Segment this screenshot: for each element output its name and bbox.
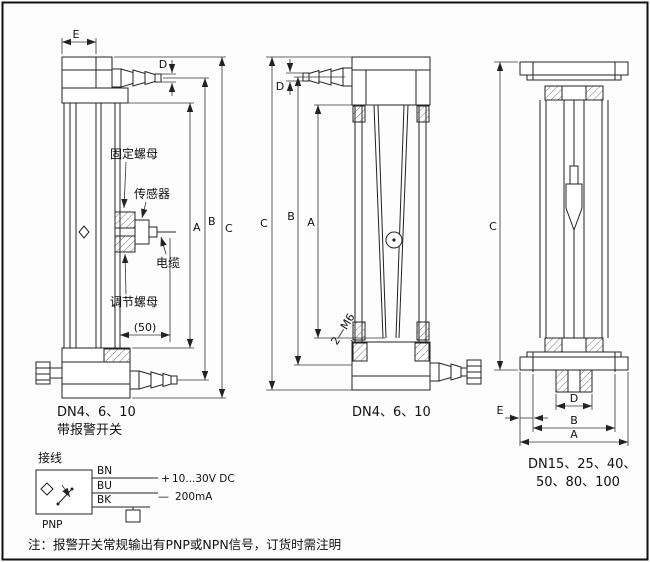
fig1-sensor-assembly [114,211,176,253]
fig3-dim-d: D [555,392,593,410]
wiring-plus-sign: + [161,472,170,485]
figure-3-flanged-rotameter: C D E B A DN15、25、40、 50、80、100 [489,61,636,490]
fig2-dim-b: B [287,76,352,366]
fig3-dim-label-e: E [497,404,504,417]
fig3-caption-line2: 50、80、100 [536,475,620,490]
fig1-dim-label-e: E [73,28,80,41]
fig3-top-gland [544,85,604,101]
fig1-diamond-marker [78,225,90,239]
fig3-outlet-section [555,369,593,393]
fig1-top-hose-barb [111,68,162,88]
fig2-bottom-block [351,341,431,391]
fig2-dim-label-d: D [276,80,284,93]
fig3-bottom-flange [519,351,629,372]
figure-2-rotameter: D A [260,56,482,420]
fig2-caption-line1: DN4、6、10 [352,405,431,420]
fig2-dim-label-a: A [307,216,315,229]
fig3-dim-e: E [497,372,548,446]
fig1-dim-50: (50) [119,238,171,342]
fig3-bottom-gland [544,337,604,353]
fig1-sensor-body [134,219,150,245]
fig1-callouts: 固定螺母 传感器 电缆 调节螺母 [110,146,180,309]
fig3-dim-label-d: D [570,392,578,405]
fig1-label-sensor: 传感器 [134,186,170,201]
fig2-body-frame [352,105,430,342]
fig1-adjusting-nut [114,235,136,253]
fig2-dim-c: C [260,56,352,391]
fig1-dim-b: B [163,77,216,381]
fig1-fixing-nut [114,211,136,229]
fig3-dim-a: A [520,372,629,446]
fig1-dim-d: D [158,58,176,96]
wiring-sensor-type: PNP [42,519,63,531]
fig1-label-cable: 电缆 [156,256,180,270]
fig2-dim-label-b: B [287,210,295,223]
fig1-bottom-hose-barb [129,370,178,390]
fig2-valve-knob [466,359,482,385]
fig1-top-block [61,56,129,104]
fig3-dim-label-a: A [570,428,578,441]
fig1-dim-label-b: B [208,215,216,228]
fig2-taper-tube [373,104,409,339]
fig2-dim-label-c: C [260,217,268,230]
fig3-dim-b: B [533,374,616,432]
fig1-label-fixing-nut: 固定螺母 [110,146,158,161]
fig3-top-flange [519,61,629,81]
wiring-title: 接线 [38,450,62,465]
wiring-sensor-diamond-icon [40,482,54,496]
wiring-diagram: 接线 BN + 10...30V DC BU — 200mA BK PNP [35,450,235,531]
fig1-dim-label-c: C [225,222,233,235]
fig2-bottom-hose-barb [429,362,468,382]
fig3-caption-line1: DN15、25、40、 [528,457,636,472]
fig1-dim-c: C [114,56,233,399]
wiring-voltage: 10...30V DC [172,473,235,485]
fig3-dim-c: C [489,61,518,371]
wiring-load-resistor [125,509,141,523]
fig3-dim-label-b: B [570,414,578,427]
fig1-dim-label-d: D [159,58,167,71]
fig1-caption-line1: DN4、6、10 [57,405,136,420]
fig3-body-frame [539,100,609,338]
wire-bk-label: BK [97,494,112,506]
fig2-dim-a: A [307,104,385,339]
fig1-dim-a: A [122,102,201,349]
wire-bu-label: BU [97,480,112,492]
fig1-dim-label-50: (50) [134,321,157,334]
fig1-bottom-block [61,347,131,399]
fig1-dim-label-a: A [193,221,201,234]
wiring-current: 200mA [175,491,213,503]
fig1-caption-line2: 带报警开关 [57,422,122,438]
fig2-top-block [351,56,431,106]
fig1-label-adjusting-nut: 调节螺母 [110,295,158,309]
figure-1-alarm-rotameter: E D [35,28,233,438]
fig1-valve-knob [35,361,63,385]
fig1-sensor-tip [148,226,158,238]
wiring-minus-sign: — [158,490,169,503]
fig3-dim-label-c: C [489,220,497,233]
footnote: 注：报警开关常规输出有PNP或NPN信号，订货时需注明 [28,537,341,552]
fig1-dim-e: E [61,28,97,54]
wiring-actuation-arrow-icon [61,484,71,498]
fig3-float [565,165,583,232]
wire-bn-label: BN [97,465,112,477]
